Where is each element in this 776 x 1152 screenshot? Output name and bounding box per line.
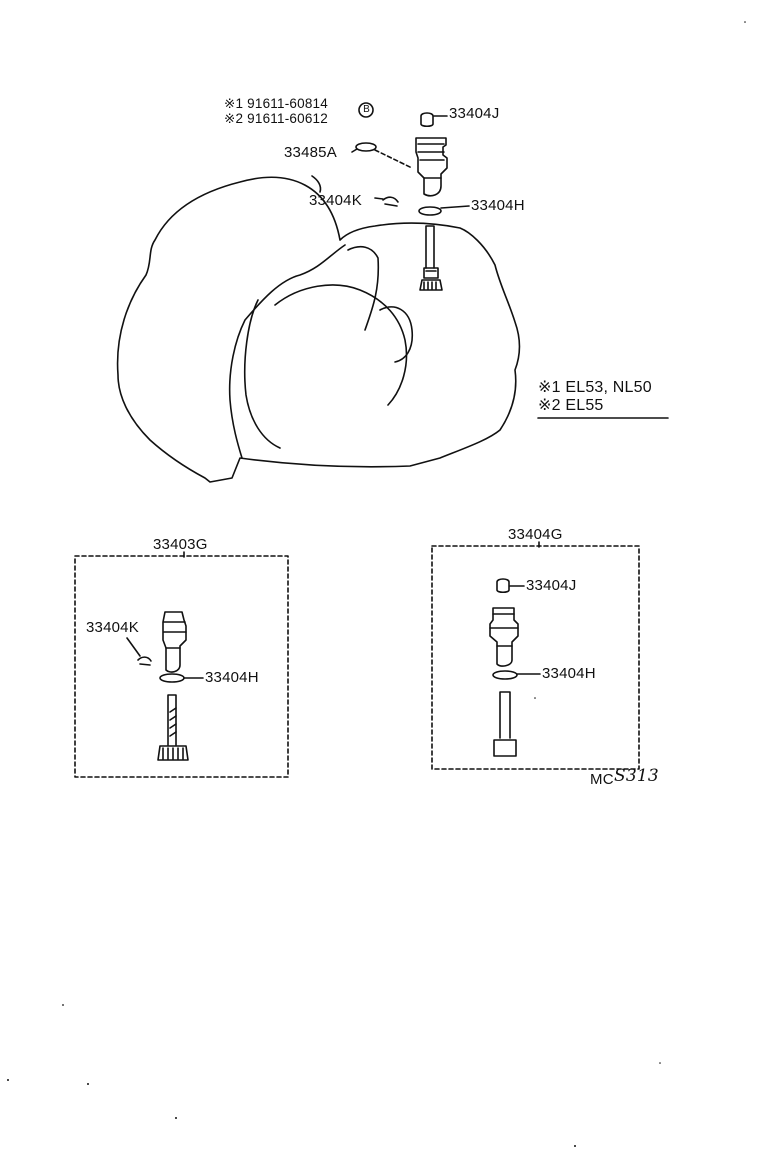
kit-33404g-oring — [492, 670, 518, 680]
label-33404k-top: 33404K — [309, 192, 362, 209]
kit-33403g-oring — [159, 673, 185, 683]
transmission-housing-outline — [116, 176, 521, 483]
reference-prefix: MC — [590, 771, 614, 788]
kit-33403g-clip — [137, 656, 152, 666]
label-33485a: 33485A — [284, 144, 337, 161]
dashed-guide-33485a — [374, 149, 413, 169]
kit-right-j-label: 33404J — [526, 577, 577, 594]
label-33404h-top: 33404H — [471, 197, 525, 214]
legend-line-2: ※2 EL55 — [538, 397, 604, 414]
bolt-symbol-label: B — [363, 104, 370, 115]
washer-33485a — [355, 142, 377, 152]
kit-left-title: 33403G — [153, 536, 208, 553]
kit-left-h-label: 33404H — [205, 669, 259, 686]
kit-right-title: 33404G — [508, 526, 563, 543]
housing-rib-2 — [347, 245, 380, 331]
bellhousing-inner-ring — [243, 299, 281, 449]
housing-rib — [311, 175, 322, 193]
driven-gear-top — [419, 279, 443, 291]
reference-code: S313 — [614, 766, 659, 786]
label-33404j-top: 33404J — [449, 105, 500, 122]
bellhousing-inner-ring-2 — [274, 284, 408, 406]
leader-33404k-top — [374, 197, 384, 200]
kit-left-k-label: 33404K — [86, 619, 139, 636]
leader-33404h-top — [440, 205, 470, 209]
kit-right-h-label: 33404H — [542, 665, 596, 682]
kit-33403g-box — [74, 555, 289, 778]
oring-33404h-top — [418, 206, 442, 216]
driven-sleeve-top — [415, 137, 448, 197]
kit-33403g-sleeve — [162, 611, 187, 673]
scan-specks — [7, 21, 746, 1147]
driven-shaft-top — [425, 225, 435, 269]
cap-33404j-top — [420, 112, 434, 128]
kit-33404g-cap — [496, 578, 510, 594]
kit-33404g-shaft — [499, 691, 511, 739]
kit-33403g-k-leader — [126, 637, 141, 657]
kit-33403g-gear — [157, 745, 189, 761]
bolt-symbol-circle — [358, 102, 374, 118]
clip-33404k-top — [382, 196, 399, 207]
bellhousing-flange — [228, 244, 346, 459]
kit-33404g-base — [493, 739, 517, 757]
housing-boss — [379, 306, 414, 363]
mark1-part-label: ※1 91611-60814 — [224, 96, 328, 111]
legend-line-1: ※1 EL53, NL50 — [538, 379, 652, 396]
kit-33404g-box — [431, 545, 640, 770]
mark2-part-label: ※2 91611-60612 — [224, 111, 328, 126]
kit-33403g-shaft — [167, 694, 177, 746]
kit-33404g-sleeve — [489, 607, 519, 667]
leader-33485a — [351, 148, 358, 153]
